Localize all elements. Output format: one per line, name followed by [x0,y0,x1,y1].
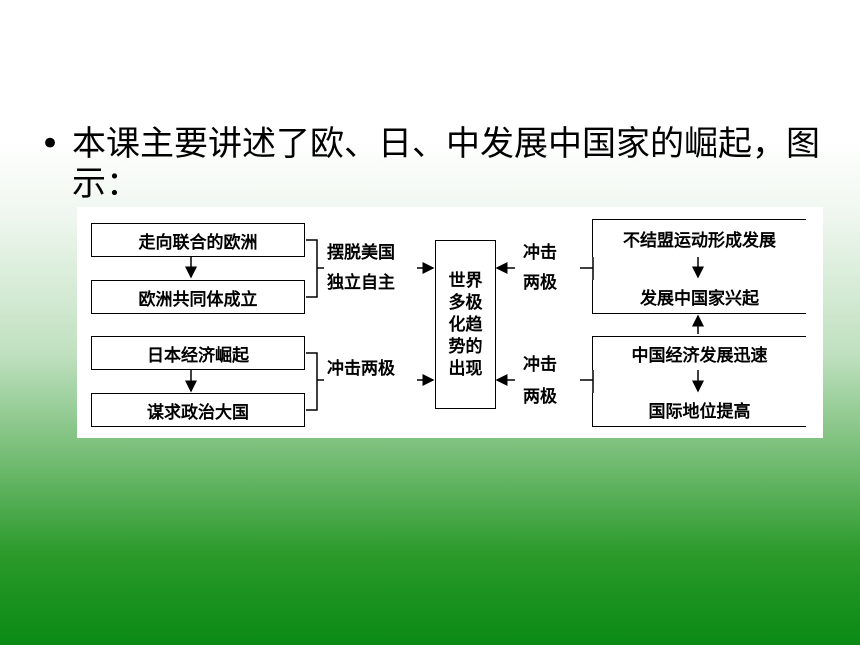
flow-diagram: 走向联合的欧洲 欧洲共同体成立 日本经济崛起 谋求政治大国 摆脱美国 独立自主 … [77,207,823,438]
center-line: 世界 [448,270,483,291]
bullet-text: 本课主要讲述了欧、日、中发展中国家的崛起，图示： [72,124,820,204]
box-china-status: 国际地位提高 [592,393,806,427]
label-impact-right-bottom-1: 冲击 [523,355,557,375]
bracket-left-top [306,239,318,298]
center-line: 多极 [448,292,483,313]
box-ec-founded: 欧洲共同体成立 [91,280,305,314]
box-non-aligned: 不结盟运动形成发展 [592,219,806,257]
box-developing-rise: 发展中国家兴起 [592,280,806,314]
label-break-free: 摆脱美国 [327,243,395,263]
bracket-left-bottom [306,352,318,411]
label-impact-right-top-1: 冲击 [523,243,557,263]
box-china-economy: 中国经济发展迅速 [592,336,806,370]
label-impact-bipolar-left: 冲击两极 [327,359,395,379]
center-multipolar-box: 世界 多极 化趋 势的 出现 [435,240,496,409]
label-independent: 独立自主 [327,273,395,293]
center-line: 化趋 [448,314,483,335]
label-impact-right-top-2: 两极 [523,273,557,293]
label-impact-right-bottom-2: 两极 [523,387,557,407]
box-japan-rise: 日本经济崛起 [91,336,305,370]
center-line: 势的 [448,336,483,357]
bullet-item: • 本课主要讲述了欧、日、中发展中国家的崛起，图示： [40,124,830,204]
box-japan-politics: 谋求政治大国 [91,393,305,427]
bullet-marker: • [40,124,61,164]
center-line: 出现 [448,358,483,379]
box-europe-union: 走向联合的欧洲 [91,223,305,257]
